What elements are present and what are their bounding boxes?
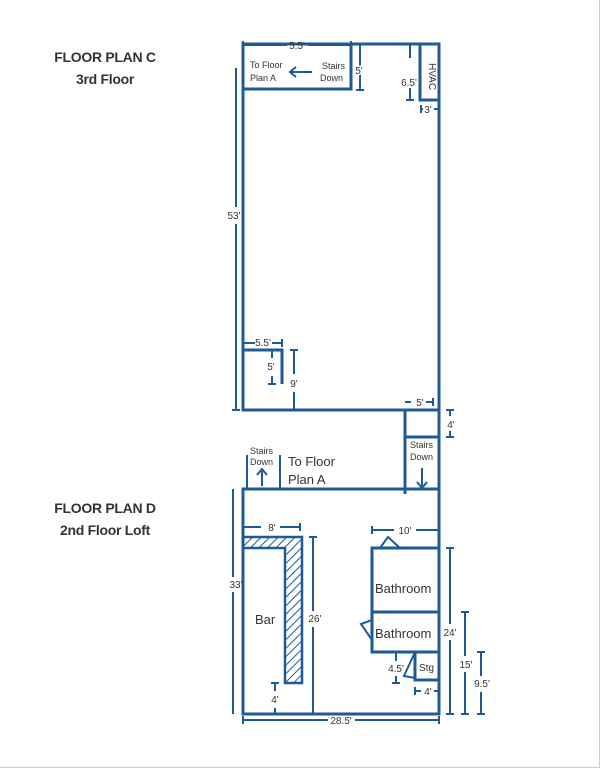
plan-d-heading: FLOOR PLAN D 2nd Floor Loft [0,497,210,541]
dim-bath-width: 10' [398,526,411,537]
right-stairs-label-1: Stairs [410,440,434,450]
bar-counter [241,535,304,685]
hvac-box [418,42,441,102]
connector-walls [243,410,441,494]
arrow-down-icon [416,468,428,490]
to-floor-label-1: To Floor [288,454,336,469]
closet: 5.5' 5' 9' [243,338,298,410]
dim-bar-width: 8' [268,523,276,534]
to-floor-label-2: Plan A [250,73,276,83]
plan-c-subtitle: 3rd Floor [76,71,134,87]
arrow-up-icon [256,467,268,486]
bathroom-2-label: Bathroom [375,626,431,641]
dim-stg-door: 4.5' [388,664,404,675]
to-floor-label-1: To Floor [250,60,283,70]
dim-plan-c-length: 53' [227,68,241,411]
svg-text:33': 33' [229,580,242,591]
dim-plan-d-width: 28.5' [330,716,351,727]
left-stairs-label-1: Stairs [250,446,274,456]
arrow-left-icon [288,66,312,78]
svg-text:5': 5' [267,362,275,373]
plan-c-heading: FLOOR PLAN C 3rd Floor [0,46,210,90]
dim-bath-lower: 15' [459,660,472,671]
dim-bar-length: 26' [308,614,321,625]
dim-bar-gap: 4' [271,695,279,706]
dim-stg-width: 4' [424,687,432,698]
to-floor-label-2: Plan A [288,472,326,487]
stairs-label-2: Down [320,73,343,83]
dim-stg-height: 9.5' [474,679,490,690]
stairs-label-1: Stairs [322,61,346,71]
hvac-label: HVAC [426,63,437,90]
plan-d-title: FLOOR PLAN D [54,500,156,516]
plan-c: HVAC To Floor Plan A Stairs Down 5.5' 5'… [227,41,441,412]
plan-d: 33' Bar 8' 26' 4' Bathroom Bathroom Stg … [229,487,490,727]
dim-hvac-depth: 6.5' [401,44,417,101]
dim-plan-d-length: 33' [229,489,243,714]
dim-top-stairs-depth: 5' [354,44,364,91]
door-swing-icon [379,535,401,549]
svg-text:5.5': 5.5' [289,41,305,52]
svg-text:6.5': 6.5' [401,78,417,89]
bar-label: Bar [255,612,276,627]
plan-d-subtitle: 2nd Floor Loft [60,522,150,538]
svg-text:5': 5' [355,66,363,77]
connector: 5' 4' Stairs Down Stairs Down To Floor P… [243,398,455,494]
dim-hvac-width: 3' [420,105,439,116]
right-stairs-label-2: Down [410,452,433,462]
dim-bath-total: 24' [443,628,456,639]
svg-text:3': 3' [424,105,432,116]
dim-landing-depth: 4' [447,420,455,431]
dim-landing-width: 5' [416,398,424,409]
top-stairs-box [241,42,353,91]
bathrooms [359,535,441,682]
left-stairs-label-2: Down [250,457,273,467]
dim-top-stairs-width: 5.5' [242,41,352,52]
svg-text:9': 9' [290,379,298,390]
plan-c-title: FLOOR PLAN C [54,49,156,65]
door-swing-icon [359,619,373,641]
storage-label: Stg [419,663,434,674]
door-swing-icon [402,651,416,679]
svg-text:53': 53' [227,211,240,222]
svg-text:5.5': 5.5' [255,338,271,349]
bathroom-1-label: Bathroom [375,581,431,596]
